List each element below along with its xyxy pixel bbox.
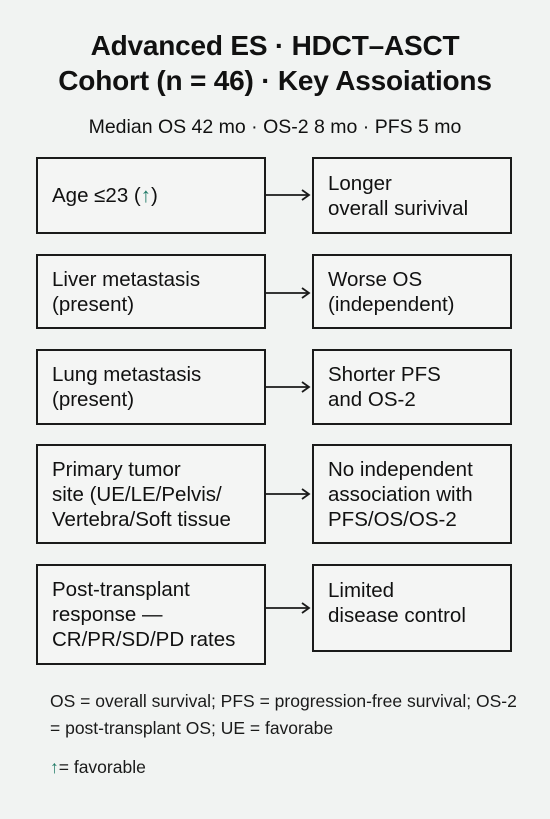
factor-line: Liver metastasis <box>52 267 201 291</box>
arrow-icon <box>266 189 312 201</box>
summary-subtitle: Median OS 42 mo · OS-2 8 mo · PFS 5 mo <box>88 116 462 138</box>
outcome-line: Longer <box>328 171 392 195</box>
outcome-line: Worse OS <box>328 267 423 291</box>
factor-box-lung-metastasis: Lung metastasis (present) <box>36 349 266 425</box>
factor-line: site (UE/LE/Pelvis/ <box>52 482 222 506</box>
factor-line: Vertebra/Soft tissue <box>52 507 231 531</box>
factor-line: (present) <box>52 388 135 411</box>
factor-line: CR/PR/SD/PD rates <box>52 628 236 651</box>
outcome-box-liver-metastasis: Worse OS (independent) <box>312 254 512 329</box>
outcome-box-post-transplant-response: Limited disease control <box>312 564 512 652</box>
arrow-icon <box>266 287 312 299</box>
legend-text: = favorable <box>58 757 146 777</box>
outcome-line: disease control <box>328 604 466 627</box>
abbreviation-footnote: OS = overall survival; PFS = progression… <box>50 691 517 738</box>
arrow-icon <box>266 381 312 393</box>
factor-line: Lung metastasis <box>52 363 202 386</box>
arrow-icon <box>266 602 312 614</box>
factor-line: Primary tumor <box>52 457 181 481</box>
outcome-line: association with <box>328 482 473 506</box>
outcome-line: No independent <box>328 457 473 481</box>
diagram-title: Advanced ES · HDCT–ASCT Cohort (n = 46) … <box>0 28 550 98</box>
up-arrow-icon: ↑ <box>50 757 59 777</box>
outcome-line: overall surivival <box>328 196 469 220</box>
title-line-2: Cohort (n = 46) · Key Assoiations <box>58 65 492 96</box>
factor-age-label: Age ≤23 (↑) <box>52 184 158 207</box>
outcome-box-age: Longer overall surivival <box>312 157 512 234</box>
outcome-line: Limited <box>328 579 395 602</box>
up-arrow-icon: ↑ <box>140 184 151 207</box>
outcome-box-primary-site: No independent association with PFS/OS/O… <box>312 444 512 544</box>
outcome-line: Shorter PFS <box>328 363 441 386</box>
title-line-1: Advanced ES · HDCT–ASCT <box>90 30 460 61</box>
outcome-line: (independent) <box>328 292 455 316</box>
factor-box-post-transplant-response: Post-transplant response — CR/PR/SD/PD r… <box>36 564 266 665</box>
outcome-line: and OS-2 <box>328 388 416 411</box>
factor-line: response — <box>52 603 163 626</box>
factor-box-primary-site: Primary tumor site (UE/LE/Pelvis/ Verteb… <box>36 444 266 544</box>
arrow-icon <box>266 488 312 500</box>
legend: ↑= favorable <box>50 757 146 778</box>
outcome-line: PFS/OS/OS-2 <box>328 507 457 531</box>
factor-box-age: Age ≤23 (↑) <box>36 157 266 234</box>
factor-box-liver-metastasis: Liver metastasis (present) <box>36 254 266 329</box>
factor-line: Post-transplant <box>52 578 190 601</box>
factor-line: (present) <box>52 292 135 316</box>
outcome-box-lung-metastasis: Shorter PFS and OS-2 <box>312 349 512 425</box>
